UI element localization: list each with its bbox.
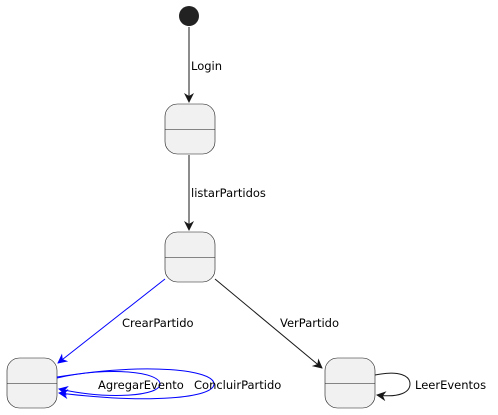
agregar-evento-label: AgregarEvento	[98, 378, 184, 392]
concluir-partido-label: ConcluirPartido	[194, 378, 281, 392]
state-1	[164, 103, 216, 155]
ver-partido-label: VerPartido	[280, 316, 339, 330]
concluir-partido-loop-arrow	[56, 368, 215, 400]
ver-partido-transition-arrow	[214, 278, 323, 369]
state-4	[324, 357, 376, 409]
login-label: Login	[191, 59, 222, 73]
state-3	[6, 357, 58, 409]
crear-partido-label: CrearPartido	[122, 316, 194, 330]
listar-partidos-label: listarPartidos	[191, 186, 266, 200]
state-2	[164, 231, 216, 283]
leer-eventos-label: LeerEventos	[415, 378, 486, 392]
initial-state-node	[179, 6, 199, 26]
agregar-evento-loop-arrow	[56, 370, 161, 396]
leer-eventos-loop-arrow	[374, 372, 411, 402]
crear-partido-transition-arrow	[57, 278, 166, 364]
